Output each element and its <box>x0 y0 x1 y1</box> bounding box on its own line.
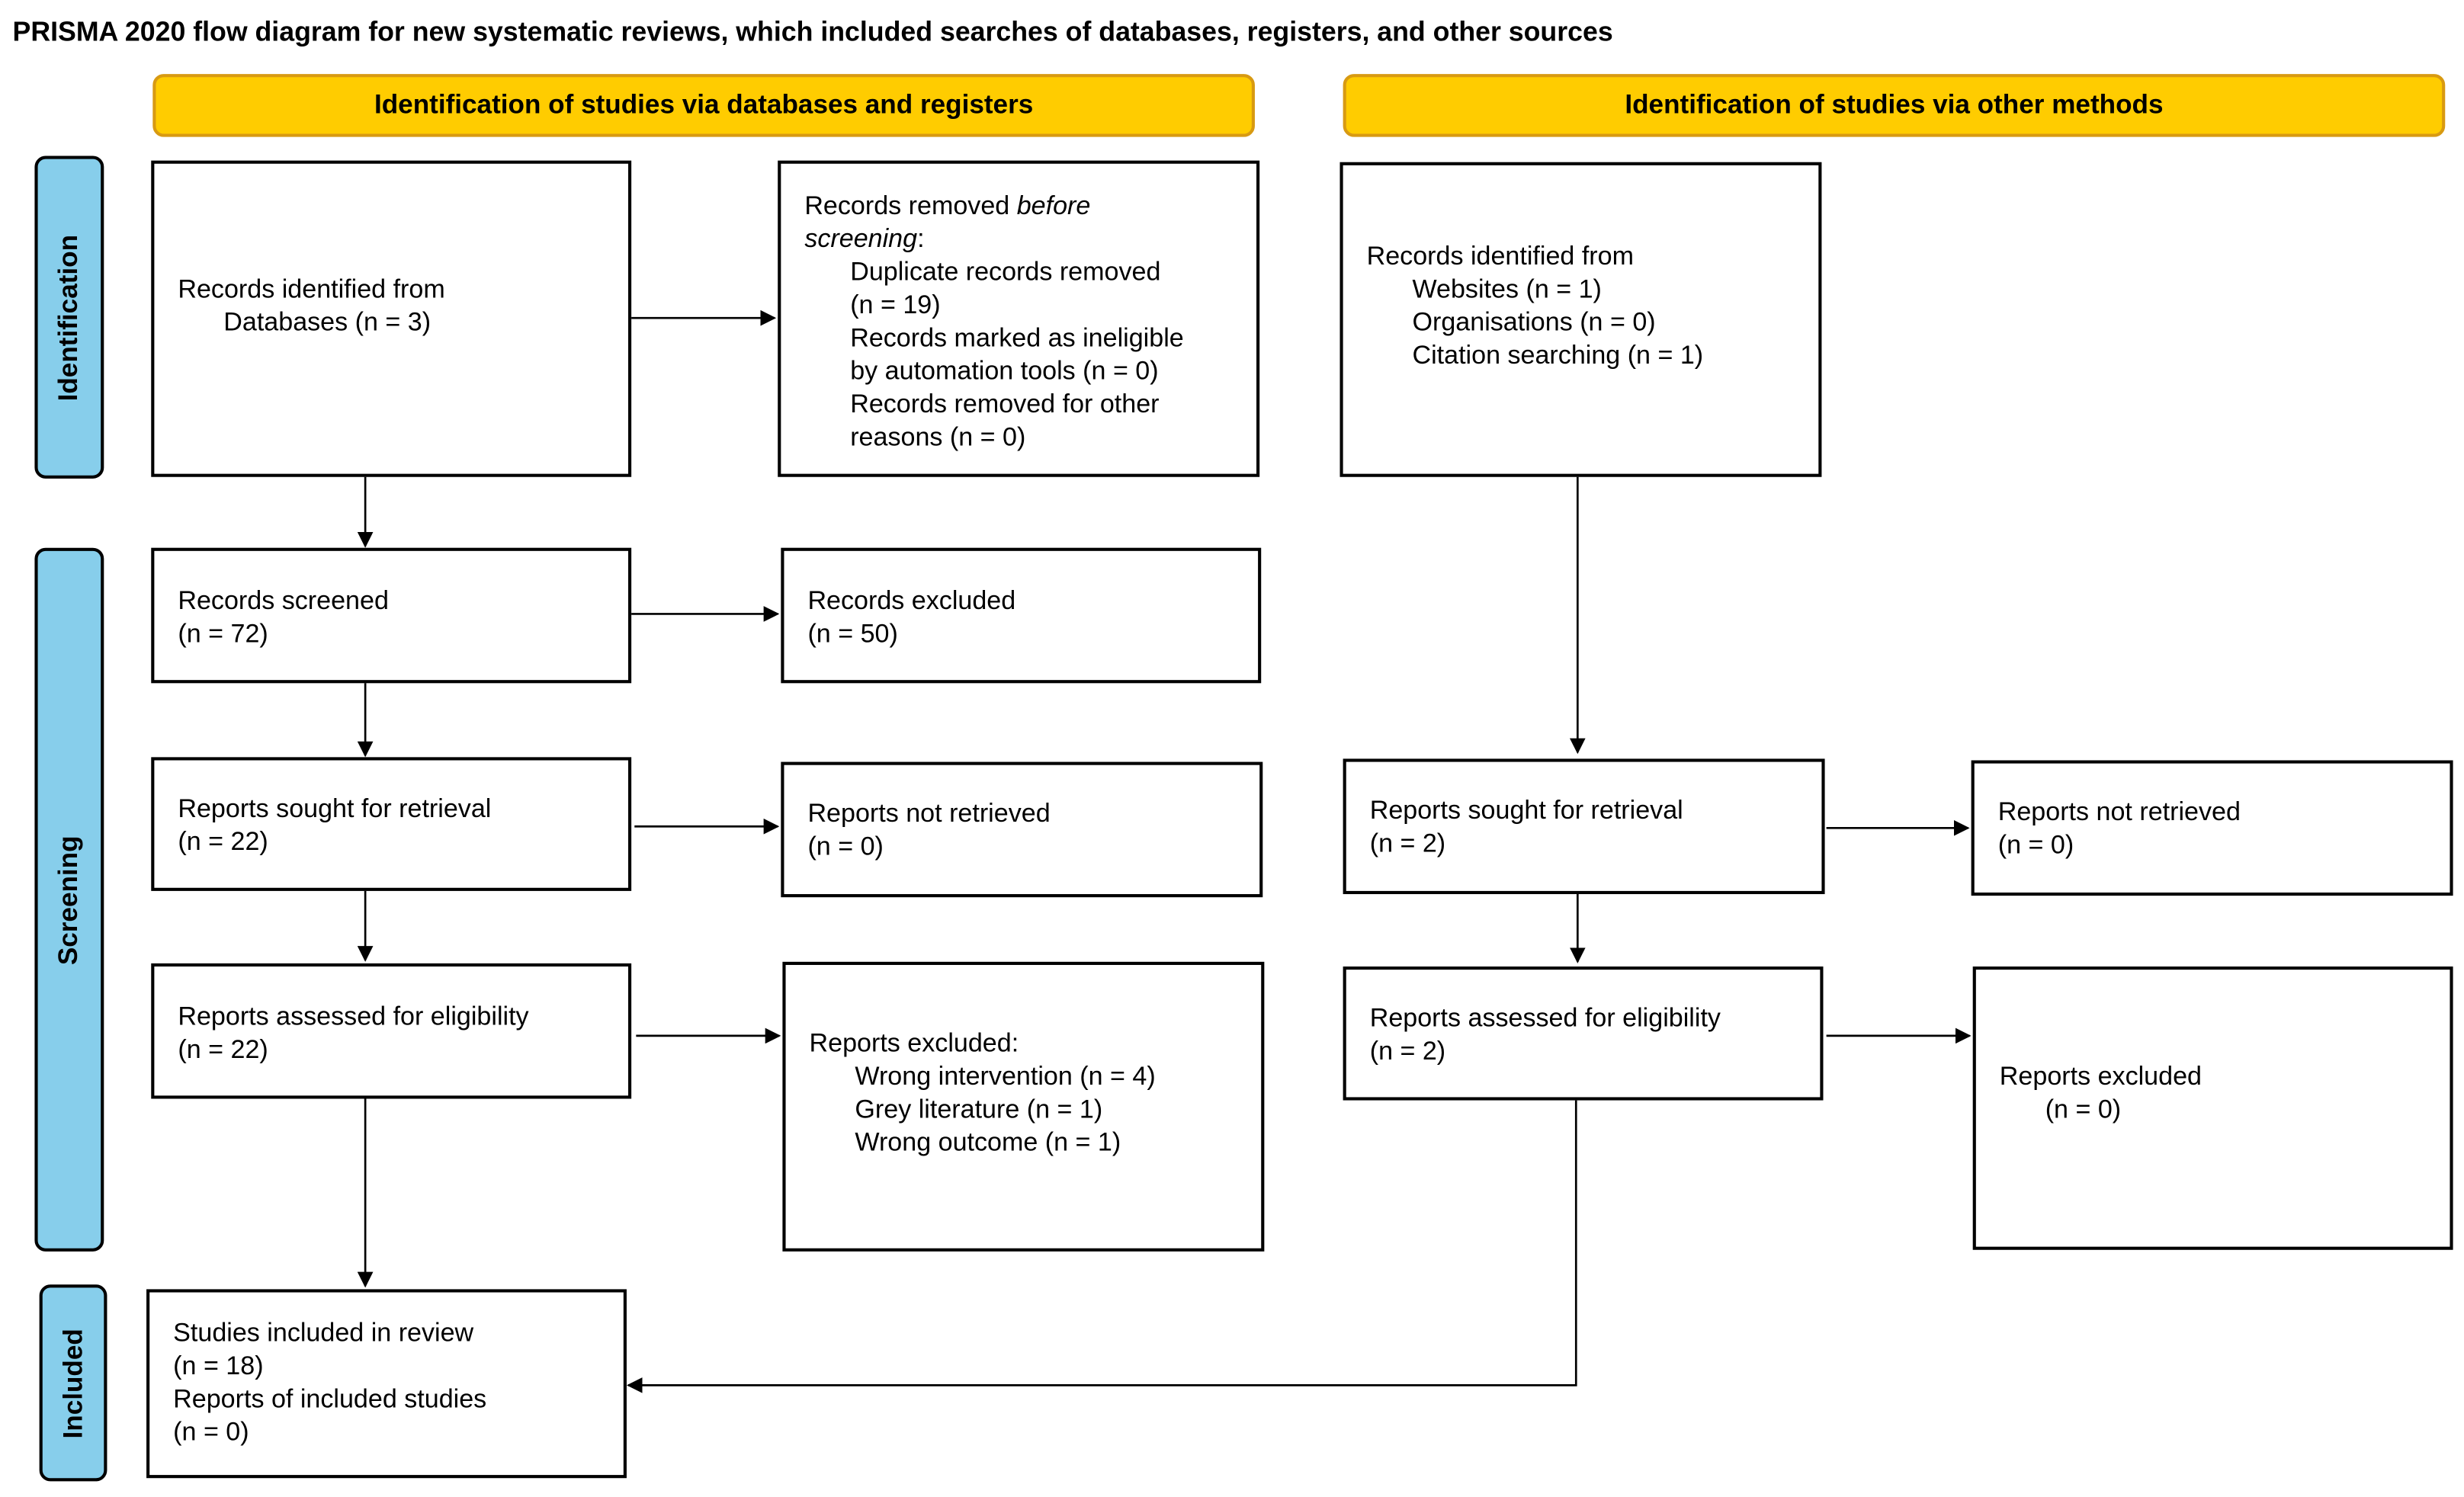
text: Records excluded <box>807 587 1016 616</box>
text: reasons (n = 0) <box>850 423 1026 452</box>
stage-screening: Screening <box>34 547 104 1252</box>
box-reports-not-retrieved: Reports not retrieved (n = 0) <box>781 761 1263 898</box>
text: Records removed for other <box>850 390 1160 419</box>
box-reports-excluded: Reports excluded: Wrong intervention (n … <box>782 961 1265 1252</box>
box-records-screened: Records screened (n = 72) <box>151 547 632 684</box>
arrow <box>626 1100 1577 1393</box>
text: (n = 19) <box>850 291 941 320</box>
text: Reports of included studies <box>173 1385 487 1414</box>
text: Wrong outcome (n = 1) <box>855 1128 1121 1157</box>
text: Records identified from <box>178 275 445 304</box>
text: Websites (n = 1) <box>1412 275 1602 304</box>
text: Citation searching (n = 1) <box>1412 341 1704 370</box>
text: Organisations (n = 0) <box>1412 308 1656 337</box>
text: Duplicate records removed <box>850 258 1161 287</box>
text: Records screened <box>178 587 389 616</box>
text: Records identified from <box>1366 242 1634 271</box>
header-other-methods: Identification of studies via other meth… <box>1343 74 2446 137</box>
text: Databases (n = 3) <box>223 308 432 337</box>
text: Reports assessed for eligibility <box>1369 1004 1721 1033</box>
text: Records removed before <box>804 191 1091 221</box>
box-other-reports-sought: Reports sought for retrieval (n = 2) <box>1343 758 1825 895</box>
text: Reports excluded: <box>809 1029 1019 1058</box>
box-other-reports-assessed: Reports assessed for eligibility (n = 2) <box>1343 966 1824 1101</box>
text: (n = 2) <box>1369 1037 1446 1066</box>
box-records-excluded: Records excluded (n = 50) <box>781 547 1262 684</box>
text: Reports excluded <box>1999 1063 2203 1091</box>
text: (n = 0) <box>173 1418 249 1447</box>
text: Reports sought for retrieval <box>178 794 492 824</box>
box-other-reports-excluded: Reports excluded (n = 0) <box>1972 966 2453 1250</box>
text: Studies included in review <box>173 1319 474 1348</box>
text: (n = 72) <box>178 620 268 649</box>
text: Reports sought for retrieval <box>1369 796 1683 825</box>
text: (n = 22) <box>178 1035 268 1065</box>
text: by automation tools (n = 0) <box>850 357 1159 386</box>
text: (n = 2) <box>1369 829 1446 858</box>
text: (n = 0) <box>2045 1095 2122 1124</box>
text: Records marked as ineligible <box>850 324 1184 353</box>
text: (n = 18) <box>173 1352 264 1381</box>
text: Grey literature (n = 1) <box>855 1095 1103 1124</box>
box-reports-sought: Reports sought for retrieval (n = 22) <box>151 757 632 891</box>
box-studies-included: Studies included in review (n = 18) Repo… <box>146 1289 627 1479</box>
text: (n = 0) <box>1997 831 2074 860</box>
box-reports-assessed: Reports assessed for eligibility (n = 22) <box>151 963 632 1099</box>
stage-identification: Identification <box>34 155 104 479</box>
text: Reports not retrieved <box>1997 798 2241 827</box>
box-other-records-identified: Records identified from Websites (n = 1)… <box>1339 162 1822 477</box>
text: screening: <box>804 225 925 254</box>
text: (n = 0) <box>807 832 884 861</box>
text: Wrong intervention (n = 4) <box>855 1063 1156 1091</box>
stage-included: Included <box>39 1284 107 1482</box>
text: Reports not retrieved <box>807 800 1051 829</box>
text: (n = 22) <box>178 828 268 857</box>
text: Reports assessed for eligibility <box>178 1002 529 1031</box>
diagram-title: PRISMA 2020 flow diagram for new systema… <box>12 15 1613 47</box>
text: (n = 50) <box>807 620 898 649</box>
header-databases: Identification of studies via databases … <box>152 74 1255 137</box>
box-records-identified: Records identified from Databases (n = 3… <box>151 160 632 477</box>
box-other-reports-not-retrieved: Reports not retrieved (n = 0) <box>1971 760 2453 896</box>
box-records-removed: Records removed before screening: Duplic… <box>778 160 1260 477</box>
